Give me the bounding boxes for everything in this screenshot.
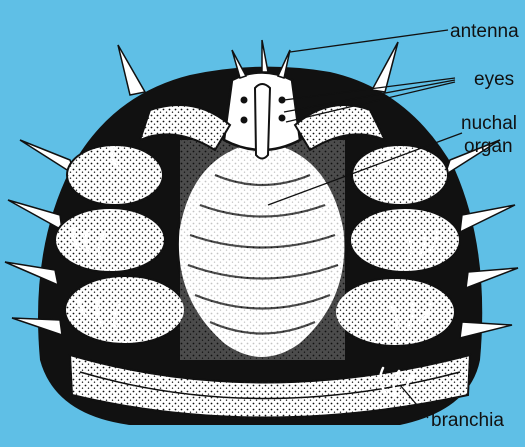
dorsal-dome: [177, 140, 345, 360]
label-organ: organ: [464, 136, 513, 157]
parapodia-right: [335, 145, 460, 346]
label-antenna: antenna: [450, 21, 519, 42]
label-branchia: branchia: [431, 410, 504, 431]
label-eyes: eyes: [474, 69, 514, 90]
label-nuchal: nuchal: [461, 113, 517, 134]
